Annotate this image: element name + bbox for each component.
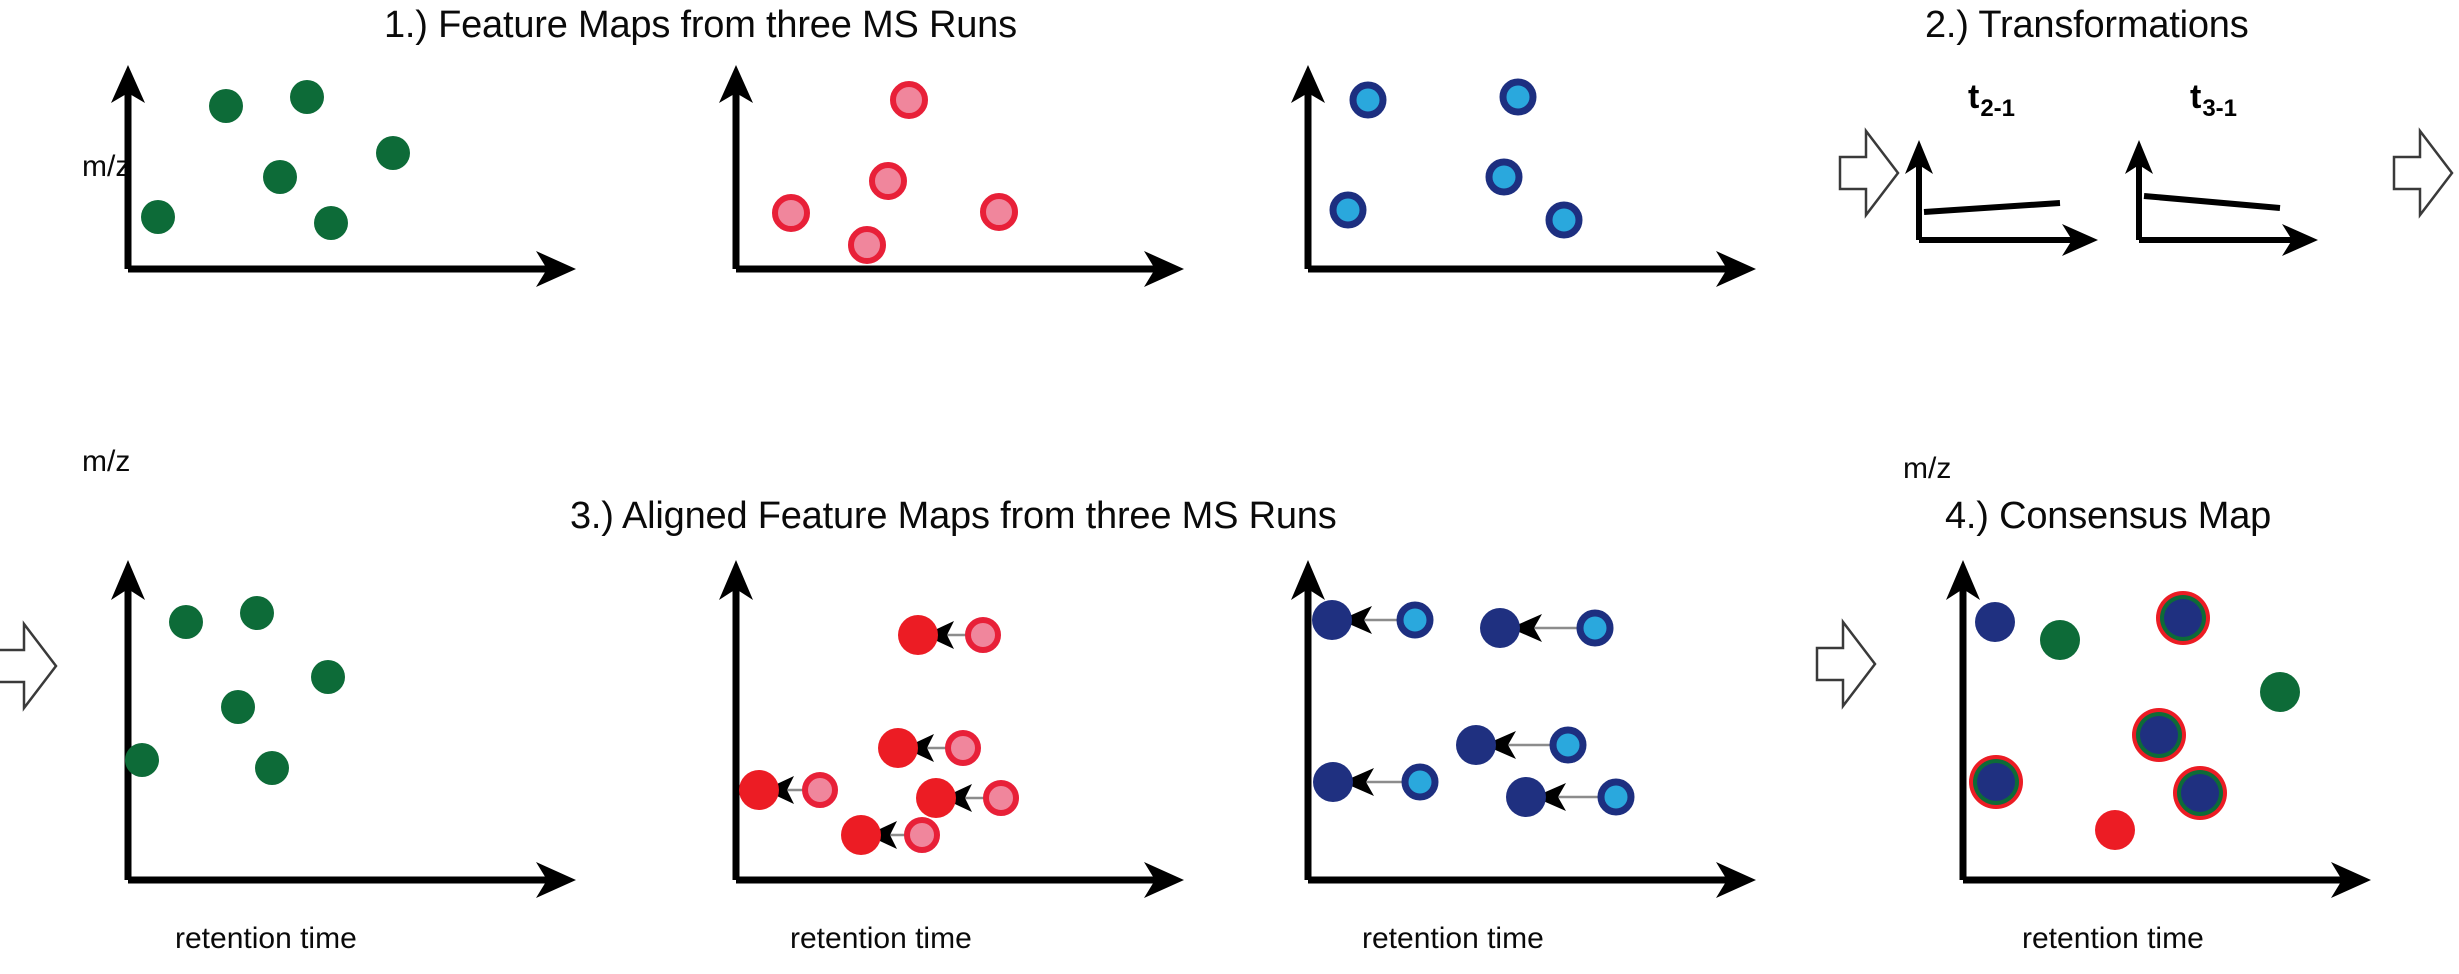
feature-map-run3 (1291, 55, 1770, 287)
point-green-single-a (2040, 620, 2080, 660)
consensus-feature-c (1969, 755, 2023, 809)
consensus-points (1969, 591, 2300, 850)
transformation-plot-t31 (2125, 128, 2330, 258)
transformation-curve-t31 (2143, 193, 2281, 211)
transformation-label-t21: t2-1 (1968, 78, 2015, 122)
aligned-feature-map-run2 (719, 550, 1198, 898)
axes-map3 (1291, 65, 1756, 287)
axes-map2 (719, 65, 1184, 287)
aligned-feature-map-run1 (111, 550, 590, 898)
section-title-1: 1.) Feature Maps from three MS Runs (384, 4, 1017, 46)
source-points-run3 (1396, 601, 1635, 816)
section-title-3: 3.) Aligned Feature Maps from three MS R… (570, 495, 1337, 537)
flow-arrow-to-consensus (1815, 618, 1877, 710)
x-axis-label-aligned1: retention time (175, 922, 357, 955)
source-points-run2 (802, 617, 1019, 853)
t21-base: t (1968, 78, 1980, 116)
flow-arrow-to-transformations (1838, 127, 1900, 219)
flow-arrow-into-aligned (0, 620, 58, 712)
t31-sub: 3-1 (2202, 95, 2238, 122)
point-red-single (2095, 810, 2135, 850)
y-axis-label-aligned1: m/z (82, 445, 131, 478)
shift-arrows-run3 (1348, 618, 1600, 799)
shifted-points-run2 (739, 615, 956, 855)
x-axis-label-consensus: retention time (2022, 922, 2204, 955)
shifted-points-run3 (1312, 600, 1546, 817)
points-map3 (1329, 78, 1583, 239)
x-axis-label-aligned3: retention time (1362, 922, 1544, 955)
t31-base: t (2190, 78, 2202, 116)
t21-sub: 2-1 (1980, 95, 2016, 122)
feature-map-run2 (719, 55, 1198, 287)
points-aligned1 (125, 596, 345, 785)
axes-map1 (111, 65, 576, 287)
y-axis-label-consensus: m/z (1903, 452, 1952, 485)
consensus-map (1946, 550, 2425, 898)
shift-arrowheads-run3 (1340, 606, 1566, 811)
transformation-plot-t21 (1905, 128, 2110, 258)
x-axis-label-aligned2: retention time (790, 922, 972, 955)
point-navy-single (1975, 602, 2015, 642)
axes-consensus (1946, 560, 2371, 898)
feature-map-run1 (111, 55, 590, 287)
axes-aligned3 (1291, 560, 1756, 898)
y-axis-label-map1: m/z (82, 150, 131, 183)
points-map2 (772, 81, 1018, 264)
axes-aligned2 (719, 560, 1184, 898)
section-title-4: 4.) Consensus Map (1945, 495, 2272, 537)
consensus-feature-a (2156, 591, 2210, 645)
axes-aligned1 (111, 560, 576, 898)
points-map1 (141, 80, 410, 240)
transformation-curve-t21 (1923, 200, 2061, 215)
transformation-label-t31: t3-1 (2190, 78, 2237, 122)
aligned-feature-map-run3 (1291, 550, 1770, 898)
point-green-single-b (2260, 672, 2300, 712)
consensus-feature-d (2173, 766, 2227, 820)
flow-arrow-transformations-out (2392, 127, 2454, 219)
section-title-2: 2.) Transformations (1925, 4, 2249, 46)
consensus-feature-b (2132, 708, 2186, 762)
